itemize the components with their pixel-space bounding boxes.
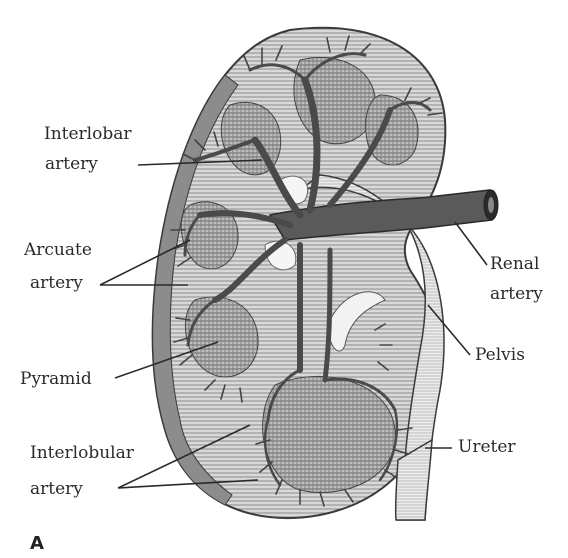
- label-interlobular-line1: Interlobular: [30, 442, 134, 464]
- label-pelvis: Pelvis: [475, 344, 525, 366]
- label-arcuate-line1: Arcuate: [24, 239, 92, 261]
- label-interlobar-line1: Interlobar: [44, 123, 132, 145]
- figure-letter: A: [30, 533, 44, 554]
- label-ureter: Ureter: [458, 436, 516, 458]
- label-renal-line2: artery: [490, 283, 543, 305]
- label-interlobular-line2: artery: [30, 478, 83, 500]
- label-renal-line1: Renal: [490, 253, 539, 275]
- label-arcuate-line2: artery: [30, 272, 83, 294]
- pyramid-bottom: [263, 376, 396, 492]
- label-pyramid: Pyramid: [20, 368, 92, 390]
- label-interlobar-line2: artery: [45, 153, 98, 175]
